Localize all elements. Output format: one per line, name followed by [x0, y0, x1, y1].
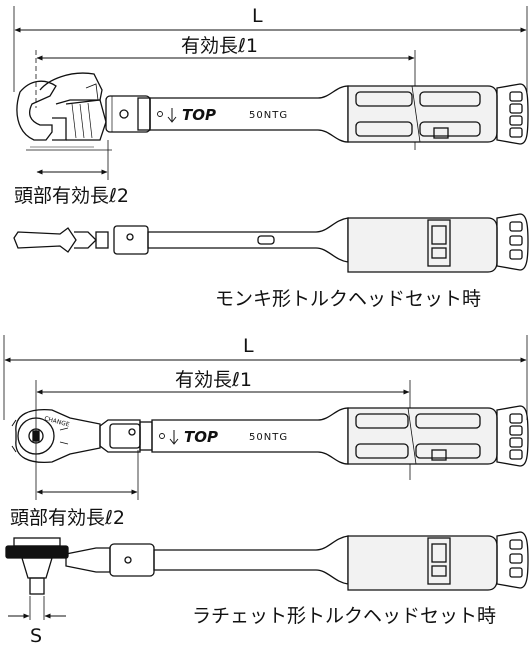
wrench-side-view: [13, 213, 529, 273]
square-drive-dimension: [8, 596, 66, 620]
effective-length-label: 有効長ℓ1: [181, 35, 258, 57]
adjustable-jaw-head: [16, 72, 112, 151]
head-effective-length-dimension: [36, 140, 109, 180]
wrench-shaft: TOP 50NTG: [149, 85, 349, 143]
ratchet-effective-length-label: 有効長ℓ1: [175, 369, 252, 391]
wrench-section: L 有効長ℓ1 頭部有効長ℓ2: [13, 5, 529, 310]
brand-logo: TOP: [182, 106, 216, 124]
wrench-caption: モンキ形トルクヘッドセット時: [215, 288, 481, 310]
ratchet-shaft: TOP 50NTG: [151, 407, 349, 465]
ratchet-end-cap: [496, 405, 529, 467]
ratchet-overall-length-label: L: [243, 335, 254, 357]
wrench-grip: [347, 85, 498, 143]
ratchet-model-label: 50NTG: [249, 432, 288, 443]
ratchet-side-view: [5, 531, 529, 595]
overall-length-label: L: [252, 5, 263, 27]
arrow-down-icon: [169, 430, 179, 445]
head-connector: [105, 95, 151, 133]
head-effective-length-label: 頭部有効長ℓ2: [14, 185, 129, 207]
square-drive-label: S: [30, 625, 42, 647]
ratchet-caption: ラチェット形トルクヘッドセット時: [192, 605, 496, 627]
arrow-down-icon: [167, 108, 177, 123]
ratchet-overall-length-dimension: [3, 335, 528, 420]
ratchet-head-effective-length-dimension: [36, 450, 139, 500]
ratchet-head: CHANGE: [11, 408, 101, 464]
ratchet-head-effective-length-label: 頭部有効長ℓ2: [10, 507, 125, 529]
overall-length-dimension: [13, 6, 528, 92]
ratchet-brand-logo: TOP: [184, 428, 218, 446]
wrench-end-cap: [496, 83, 529, 145]
model-label: 50NTG: [249, 110, 288, 121]
change-label: CHANGE: [43, 415, 70, 428]
ratchet-connector: [99, 419, 153, 453]
ratchet-grip: [347, 407, 498, 465]
ratchet-section: L 有効長ℓ1 CHANGE 頭部有効長ℓ2: [3, 335, 529, 647]
